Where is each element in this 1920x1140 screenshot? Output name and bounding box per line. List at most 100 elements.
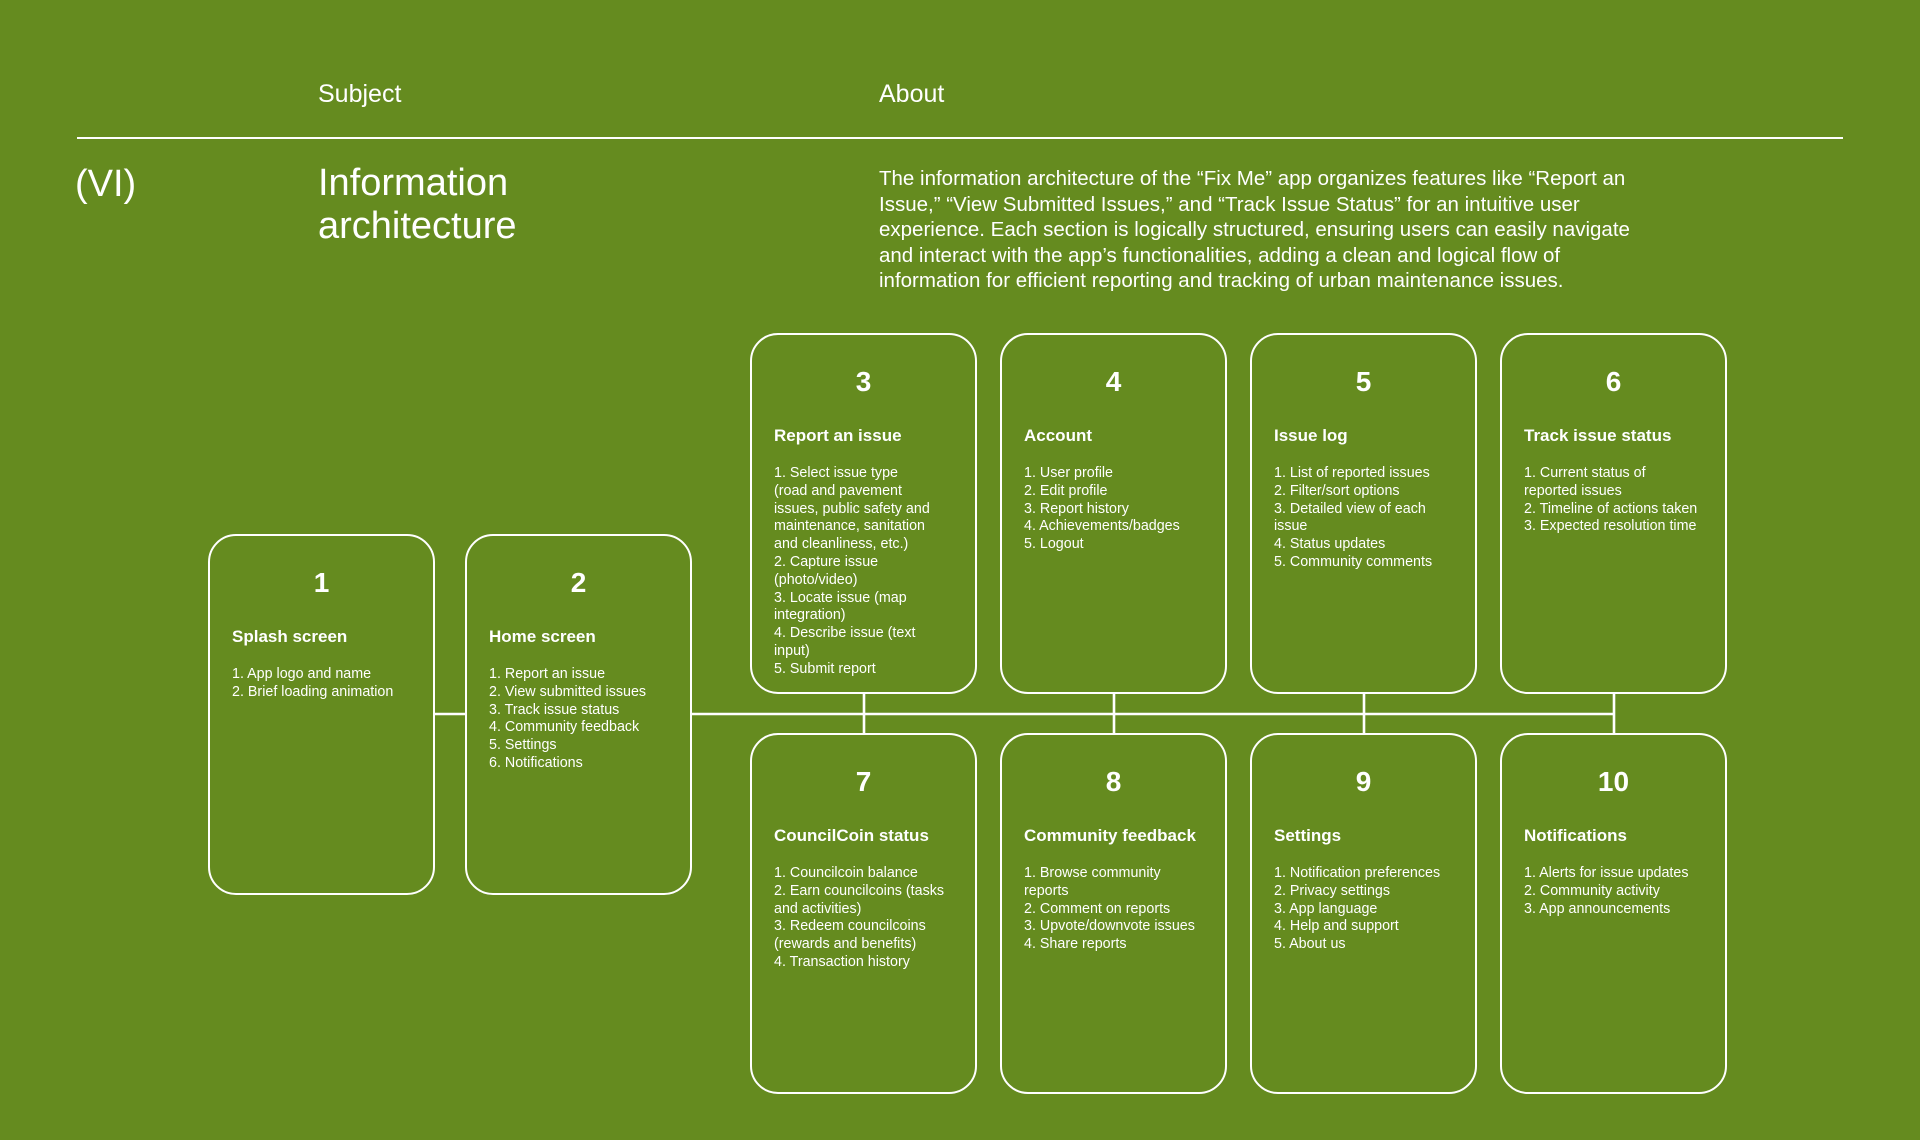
- card-title: CouncilCoin status: [774, 826, 929, 845]
- card-item: 4. Community feedback: [489, 719, 640, 736]
- card-number: 5: [1355, 366, 1372, 397]
- card-item: 3. Detailed view of each: [1274, 500, 1426, 517]
- card-item: 1. User profile: [1024, 465, 1113, 481]
- card-councilcoin-status: 7 CouncilCoin status 1. Councilcoin bala…: [750, 733, 977, 1094]
- card-item: reports: [1024, 882, 1069, 899]
- card-item: 1. List of reported issues: [1274, 465, 1430, 481]
- card-item: 3. App announcements: [1524, 900, 1671, 917]
- card-number: 4: [1105, 366, 1122, 397]
- card-number: 2: [570, 567, 587, 598]
- section-title: Information architecture: [318, 162, 738, 248]
- card-item: 3. Report history: [1024, 500, 1129, 517]
- card-item: 2. Comment on reports: [1024, 900, 1171, 917]
- card-item: 1. Current status of: [1524, 465, 1646, 481]
- card-item: (road and pavement: [774, 482, 902, 499]
- card-item: 4. Help and support: [1274, 918, 1399, 935]
- section-numeral: (VI): [75, 163, 137, 205]
- about-paragraph: The information architecture of the “Fix…: [879, 167, 1630, 292]
- card-item: reported issues: [1524, 482, 1622, 499]
- card-item: 4. Achievements/badges: [1024, 518, 1180, 535]
- card-item: 2. Earn councilcoins (tasks: [774, 882, 945, 899]
- card-item: 1. Report an issue: [489, 666, 606, 682]
- card-title: Account: [1024, 426, 1092, 445]
- card-item: and activities): [774, 900, 862, 917]
- card-item: 3. Expected resolution time: [1524, 518, 1697, 535]
- card-title: Splash screen: [232, 627, 348, 646]
- card-item: 5. About us: [1274, 936, 1346, 953]
- card-number: 10: [1597, 766, 1630, 797]
- card-track-issue-status: 6 Track issue status 1. Current status o…: [1500, 333, 1727, 694]
- card-item: 5. Logout: [1024, 536, 1084, 553]
- card-number: 6: [1605, 366, 1622, 397]
- card-community-feedback: 8 Community feedback 1. Browse community…: [1000, 733, 1227, 1094]
- card-item: (photo/video): [774, 571, 858, 588]
- subject-header: Subject: [318, 80, 402, 108]
- card-item: 3. Locate issue (map: [774, 589, 907, 606]
- card-item: 5. Community comments: [1274, 553, 1433, 570]
- card-number: 9: [1355, 766, 1372, 797]
- card-title: Issue log: [1274, 426, 1348, 445]
- card-item: 2. Edit profile: [1024, 482, 1108, 499]
- card-item: (rewards and benefits): [774, 936, 917, 953]
- card-item: 1. Alerts for issue updates: [1524, 865, 1689, 881]
- card-item: integration): [774, 607, 846, 624]
- card-title: Community feedback: [1024, 826, 1196, 845]
- card-title: Report an issue: [774, 426, 902, 445]
- card-item: issues, public safety and: [774, 500, 930, 517]
- card-item: 1. Browse community: [1024, 865, 1161, 881]
- card-item: 3. Redeem councilcoins: [774, 918, 926, 935]
- header-divider: [77, 137, 1843, 139]
- card-item: 3. Upvote/downvote issues: [1024, 918, 1195, 935]
- card-number: 7: [855, 766, 872, 797]
- about-header: About: [879, 80, 945, 108]
- card-item: 1. Councilcoin balance: [774, 865, 918, 881]
- card-item: 1. App logo and name: [232, 666, 372, 682]
- card-number: 8: [1105, 766, 1122, 797]
- card-item: 2. Capture issue: [774, 553, 879, 570]
- card-title: Settings: [1274, 826, 1342, 845]
- card-item: 3. Track issue status: [489, 701, 620, 718]
- card-item: 2. Brief loading animation: [232, 683, 394, 700]
- card-item: 4. Status updates: [1274, 536, 1386, 553]
- card-item: maintenance, sanitation: [774, 518, 926, 535]
- card-title: Home screen: [489, 627, 596, 646]
- card-item: 2. Filter/sort options: [1274, 482, 1400, 499]
- card-item: 1. Notification preferences: [1274, 865, 1441, 881]
- card-item: issue: [1274, 518, 1308, 535]
- card-item: 4. Share reports: [1024, 936, 1127, 953]
- card-notifications: 10 Notifications 1. Alerts for issue upd…: [1500, 733, 1727, 1094]
- card-title: Notifications: [1524, 826, 1627, 845]
- section-title-line-1: Information: [318, 162, 509, 204]
- card-report-an-issue: 3 Report an issue 1. Select issue type(r…: [750, 333, 977, 694]
- card-number: 1: [313, 567, 330, 598]
- card-item: 3. App language: [1274, 900, 1378, 917]
- card-item: 2. Timeline of actions taken: [1524, 500, 1698, 517]
- card-number: 3: [855, 366, 872, 397]
- card-title: Track issue status: [1524, 426, 1672, 445]
- card-item: 2. Community activity: [1524, 882, 1660, 899]
- card-item: 6. Notifications: [489, 754, 583, 771]
- card-item: and cleanliness, etc.): [774, 536, 909, 553]
- card-item: 4. Describe issue (text input): [774, 625, 916, 659]
- card-item: 2. View submitted issues: [489, 683, 647, 700]
- card-item: 4. Transaction history: [774, 953, 910, 970]
- card-item: 2. Privacy settings: [1274, 882, 1391, 899]
- card-item: 5. Submit report: [774, 660, 876, 677]
- card-item: 5. Settings: [489, 737, 557, 754]
